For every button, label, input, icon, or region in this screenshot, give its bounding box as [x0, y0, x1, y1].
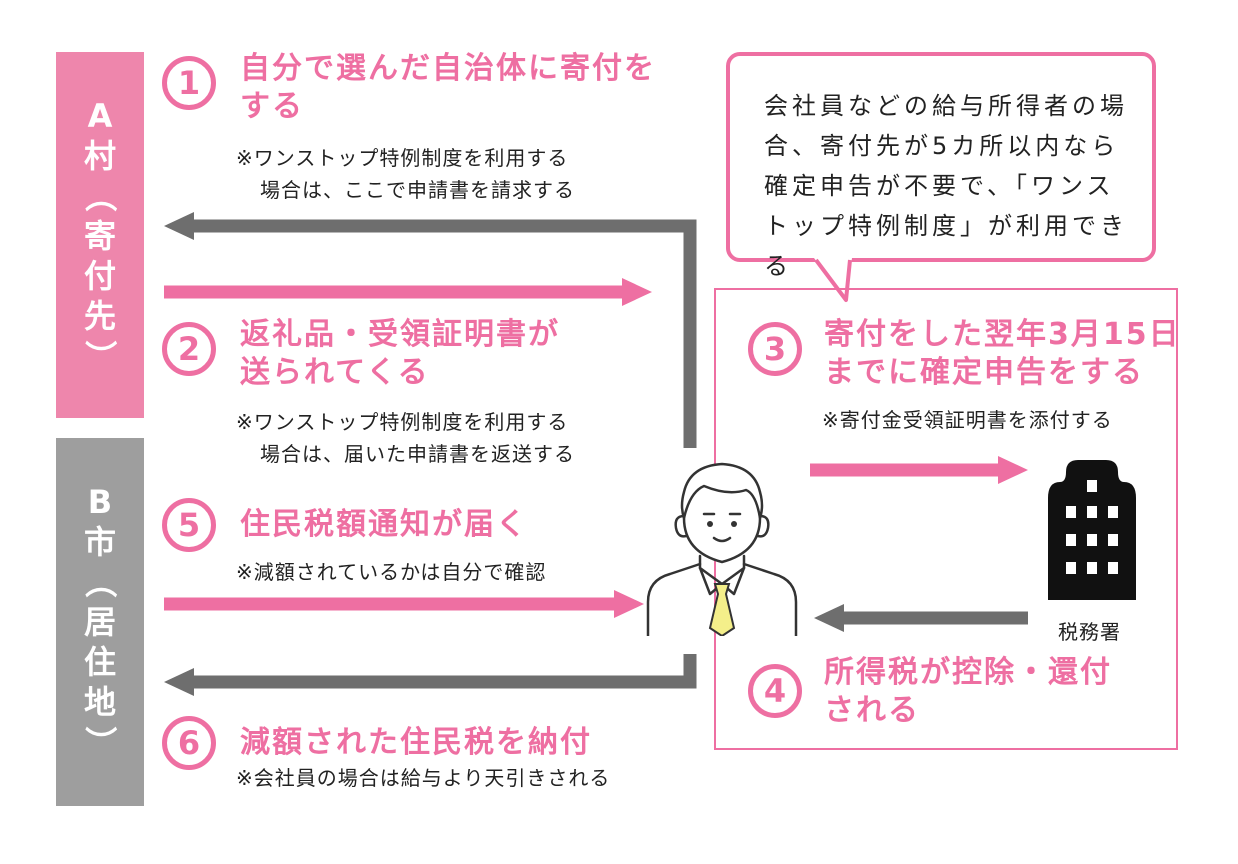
step-4-number: 4: [748, 664, 802, 718]
step-2-title: 返礼品・受領証明書が 送られてくる: [240, 316, 560, 392]
step-4-title-line-1: 所得税が控除・還付: [824, 655, 1112, 690]
step-2-number: 2: [162, 322, 216, 376]
step-5-note-line-1: ※減額されているかは自分で確認: [236, 560, 547, 584]
sidebar-a-village-char: 村: [83, 137, 116, 175]
arrow-step-1-gray: [164, 212, 697, 448]
step-1-number: 1: [162, 56, 216, 110]
sidebar-b-city: B 市 （ 居 住 地 ）: [56, 438, 144, 806]
sidebar-a-inner-3: 先: [83, 297, 116, 335]
step-6-note: ※会社員の場合は給与より天引きされる: [236, 762, 610, 794]
arrow-step-6-gray: [164, 654, 697, 696]
step-2-note-line-2: 場合は、届いた申請書を返送する: [260, 442, 575, 466]
step-6-note-line-1: ※会社員の場合は給与より天引きされる: [236, 766, 611, 790]
step-3-title: 寄付をした翌年3月15日 までに確定申告をする: [824, 316, 1181, 392]
arrow-step-2-pink: [164, 278, 652, 306]
step-4-title: 所得税が控除・還付 される: [824, 654, 1112, 730]
arrow-step-3-pink: [810, 456, 1028, 484]
step-1-title-line-1: 自分で選んだ自治体に寄付を: [240, 51, 656, 86]
step-3-title-line-2: までに確定申告をする: [824, 355, 1144, 390]
businessman-icon: [646, 462, 798, 636]
sidebar-b-inner-1: 居: [83, 603, 116, 641]
speech-line-4: トップ特例制度」が利用できる: [764, 212, 1128, 280]
step-6-title: 減額された住民税を納付: [240, 724, 592, 762]
sidebar-b-inner-2: 住: [83, 643, 116, 681]
arrow-step-5-pink: [164, 590, 644, 618]
step-1-note-line-1: ※ワンストップ特例制度を利用する: [236, 146, 569, 170]
sidebar-a-inner-1: 寄: [83, 217, 116, 255]
speech-line-2: 合、寄付先が5カ所以内なら: [764, 132, 1120, 160]
step-1-title: 自分で選んだ自治体に寄付を する: [240, 50, 656, 126]
sidebar-b-city-char: 市: [83, 523, 116, 561]
arrow-step-4-gray: [814, 604, 1028, 632]
step-6-title-line-1: 減額された住民税を納付: [240, 725, 592, 760]
step-1-note-line-2: 場合は、ここで申請書を請求する: [260, 178, 575, 202]
sidebar-a-inner-2: 付: [83, 257, 116, 295]
tax-office-label: 税務署: [1058, 620, 1121, 644]
step-4-title-line-2: される: [824, 693, 920, 728]
step-3-title-line-1: 寄付をした翌年3月15日: [824, 317, 1181, 352]
step-5-title-line-1: 住民税額通知が届く: [240, 507, 528, 542]
step-5-number: 5: [162, 498, 216, 552]
step-2-note-line-1: ※ワンストップ特例制度を利用する: [236, 410, 569, 434]
step-5-note: ※減額されているかは自分で確認: [236, 556, 546, 588]
step-2-title-line-2: 送られてくる: [240, 355, 430, 390]
step-1-note: ※ワンストップ特例制度を利用する 場合は、ここで申請書を請求する: [236, 142, 575, 206]
step-5-title: 住民税額通知が届く: [240, 506, 528, 544]
step-1-title-line-2: する: [240, 89, 304, 124]
sidebar-a-village: A 村 （ 寄 付 先 ）: [56, 52, 144, 418]
sidebar-b-inner-3: 地: [83, 683, 116, 721]
step-3-number: 3: [748, 322, 802, 376]
step-2-title-line-1: 返礼品・受領証明書が: [240, 317, 560, 352]
step-3-note: ※寄付金受領証明書を添付する: [822, 404, 1113, 436]
building-icon: [1048, 460, 1136, 600]
sidebar-a-letter: A: [87, 97, 113, 135]
step-3-note-line-1: ※寄付金受領証明書を添付する: [822, 408, 1113, 432]
step-2-note: ※ワンストップ特例制度を利用する 場合は、届いた申請書を返送する: [236, 406, 575, 470]
speech-bubble: 会社員などの給与所得者の場 合、寄付先が5カ所以内なら 確定申告が不要で、「ワン…: [726, 52, 1156, 280]
sidebar-b-letter: B: [87, 483, 113, 521]
speech-line-3: 確定申告が不要で、「ワンス: [764, 172, 1115, 200]
speech-line-1: 会社員などの給与所得者の場: [764, 92, 1128, 120]
step-6-number: 6: [162, 716, 216, 770]
